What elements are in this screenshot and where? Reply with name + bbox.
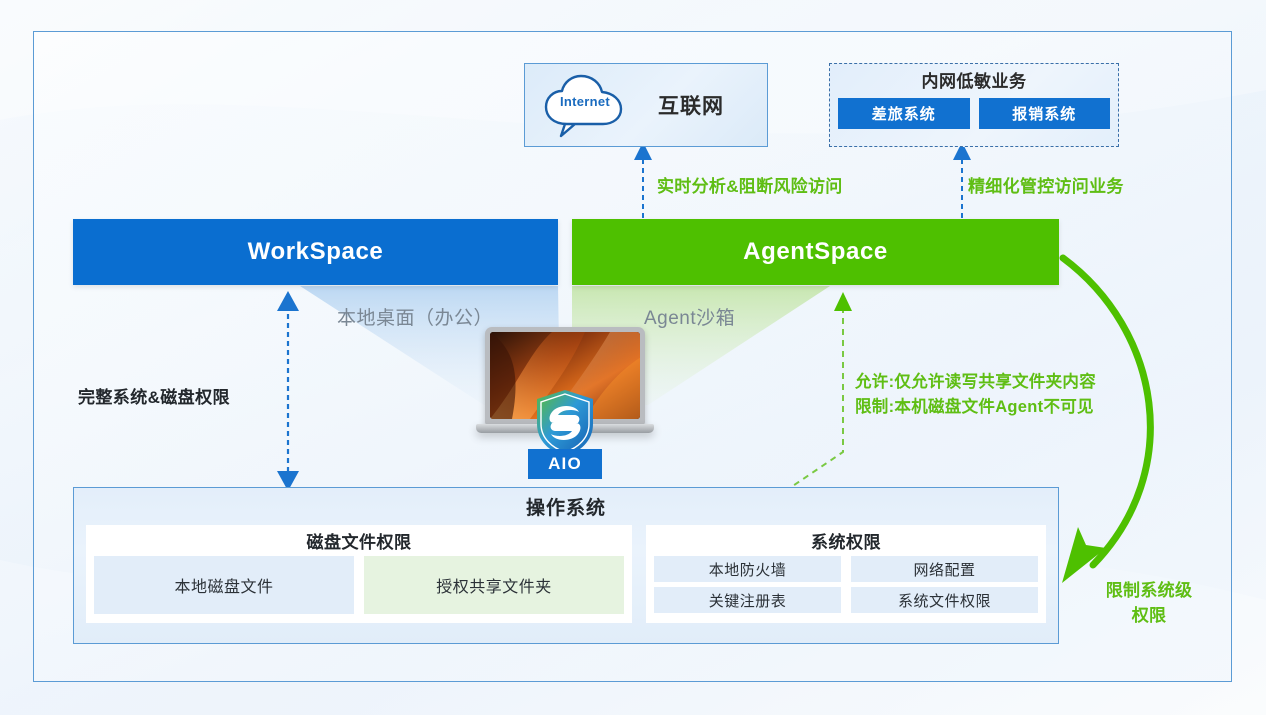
system-permission-title: 系统权限 (811, 533, 881, 552)
note-allow-line: 允许:仅允许读写共享文件夹内容 (855, 373, 1096, 391)
intranet-title: 内网低敏业务 (921, 72, 1027, 91)
aio-shield-logo-icon (534, 388, 596, 458)
disk-permission-panel: 磁盘文件权限 本地磁盘文件 授权共享文件夹 (86, 525, 632, 623)
internet-box: Internet 互联网 (524, 63, 768, 147)
agentspace-bar[interactable]: AgentSpace (572, 219, 1059, 285)
disk-item-shared-folder[interactable]: 授权共享文件夹 (364, 556, 624, 614)
note-allow-and-limit: 允许:仅允许读写共享文件夹内容 限制:本机磁盘文件Agent不可见 (855, 370, 1096, 420)
label-full-system-disk-permission: 完整系统&磁盘权限 (78, 388, 230, 407)
intranet-item-travel[interactable]: 差旅系统 (838, 98, 970, 129)
note-restrict-line2: 权限 (1131, 606, 1167, 625)
operating-system-box: 操作系统 磁盘文件权限 本地磁盘文件 授权共享文件夹 系统权限 本地防火墙 网络… (73, 487, 1059, 644)
internet-cloud-icon: Internet (537, 72, 633, 138)
internet-cloud-label: Internet (559, 93, 611, 109)
disk-item-local-files[interactable]: 本地磁盘文件 (94, 556, 354, 614)
arrow-agentspace-to-internet (634, 142, 652, 218)
label-local-desktop: 本地桌面（办公） (337, 308, 494, 329)
intranet-box: 内网低敏业务 差旅系统 报销系统 (829, 63, 1119, 147)
note-realtime-analysis-block: 实时分析&阻断风险访问 (657, 177, 843, 196)
label-agent-sandbox: Agent沙箱 (644, 308, 736, 329)
system-item-firewall[interactable]: 本地防火墙 (654, 556, 841, 582)
note-limit-line: 限制:本机磁盘文件Agent不可见 (855, 398, 1094, 416)
arrow-workspace-os-bidirectional (277, 291, 299, 491)
disk-permission-title: 磁盘文件权限 (306, 533, 412, 552)
operating-system-title: 操作系统 (525, 498, 606, 519)
system-permission-panel: 系统权限 本地防火墙 网络配置 关键注册表 系统文件权限 (646, 525, 1046, 623)
intranet-item-reimbursement[interactable]: 报销系统 (978, 98, 1110, 129)
internet-title: 互联网 (658, 95, 724, 118)
system-item-network-config[interactable]: 网络配置 (851, 556, 1038, 582)
system-item-registry[interactable]: 关键注册表 (654, 587, 841, 613)
system-item-system-file-permission[interactable]: 系统文件权限 (851, 587, 1038, 613)
workspace-bar[interactable]: WorkSpace (73, 219, 558, 285)
arrow-agentspace-to-intranet (953, 142, 971, 218)
note-restrict-system-permission: 限制系统级 权限 (1088, 578, 1210, 628)
note-restrict-line1: 限制系统级 (1105, 581, 1193, 600)
aio-badge: AIO (528, 449, 602, 479)
arrow-agentspace-restrict-system (1059, 254, 1154, 583)
note-fine-grained-control: 精细化管控访问业务 (968, 177, 1124, 196)
